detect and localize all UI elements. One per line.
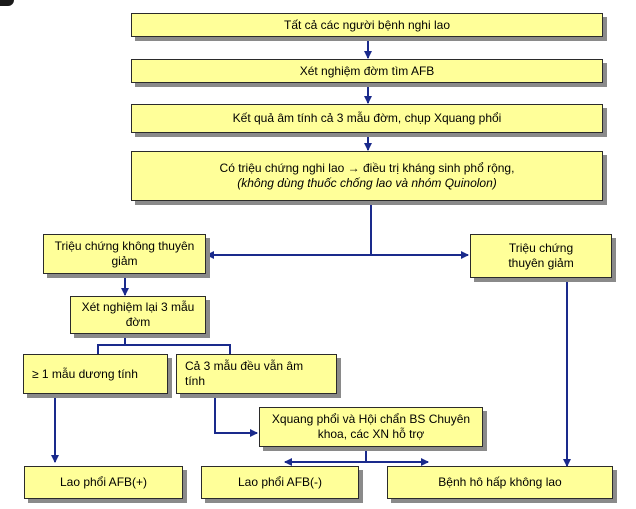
- node-tb-afb-positive: Lao phổi AFB(+): [24, 466, 183, 499]
- bracket-n4: [355, 201, 372, 255]
- node-no-improvement: Triệu chứng không thuyên giảm: [43, 234, 206, 274]
- node-improvement-text: Triệu chứng thuyên giảm: [508, 241, 573, 271]
- node-tb-afb-negative-text: Lao phổi AFB(-): [237, 475, 323, 489]
- node-negative-xray-text: Kết quả âm tính cả 3 mẫu đờm, chụp Xquan…: [232, 111, 502, 125]
- node-no-improvement-text: Triệu chứng không thuyên giảm: [55, 239, 195, 269]
- node-retest-sputum-line1: Xét nghiệm lại 3 mẫu: [81, 300, 195, 314]
- node-positive-sample: ≥ 1 mẫu dương tính: [23, 354, 168, 394]
- node-antibiotic-line2: (không dùng thuốc chống lao và nhóm Quin…: [237, 176, 497, 190]
- node-sputum-test-text: Xét nghiệm đờm tìm AFB: [299, 63, 435, 78]
- node-all-negative-text: Cả 3 mẫu đều vẫn âm tính: [185, 359, 303, 389]
- node-no-improvement-line2: giảm: [111, 254, 138, 268]
- node-antibiotic-line1: Có triệu chứng nghi lao → điều trị kháng…: [219, 161, 515, 175]
- node-positive-sample-text: ≥ 1 mẫu dương tính: [32, 366, 138, 381]
- node-all-suspects: Tất cả các người bệnh nghi lao: [131, 13, 603, 37]
- node-all-suspects-text: Tất cả các người bệnh nghi lao: [283, 17, 450, 32]
- corner-mark: [0, 0, 14, 6]
- node-retest-sputum-text: Xét nghiệm lại 3 mẫu đờm: [82, 300, 195, 330]
- node-antibiotic-text: Có triệu chứng nghi lao → điều trị kháng…: [220, 161, 515, 191]
- node-retest-sputum: Xét nghiệm lại 3 mẫu đờm: [70, 296, 206, 334]
- node-non-tb-respiratory: Bệnh hô hấp không lao: [387, 466, 613, 499]
- node-xray-consult: Xquang phổi và Hội chẩn BS Chuyên khoa, …: [259, 407, 483, 447]
- node-xray-consult-line1: Xquang phổi và Hội chẩn BS Chuyên: [271, 412, 471, 426]
- arrow-n9-n10: [214, 393, 258, 437]
- split-n7-right: [125, 344, 231, 354]
- node-improvement-line2: thuyên giảm: [508, 256, 574, 270]
- node-no-improvement-line1: Triệu chứng không thuyên: [54, 239, 195, 253]
- node-improvement: Triệu chứng thuyên giảm: [470, 234, 612, 278]
- node-negative-xray: Kết quả âm tính cả 3 mẫu đờm, chụp Xquan…: [131, 104, 603, 133]
- node-all-negative: Cả 3 mẫu đều vẫn âm tính: [176, 354, 337, 394]
- node-tb-afb-negative: Lao phổi AFB(-): [201, 466, 359, 499]
- node-non-tb-respiratory-text: Bệnh hô hấp không lao: [438, 475, 562, 489]
- node-sputum-test: Xét nghiệm đờm tìm AFB: [131, 59, 603, 83]
- node-xray-consult-line2: khoa, các XN hỗ trợ: [317, 427, 425, 441]
- split-n7: [97, 333, 126, 354]
- node-xray-consult-text: Xquang phổi và Hội chẩn BS Chuyên khoa, …: [272, 412, 470, 442]
- node-all-negative-line1: Cả 3 mẫu đều vẫn âm: [185, 359, 304, 373]
- node-improvement-line1: Triệu chứng: [508, 241, 574, 255]
- node-tb-afb-positive-text: Lao phổi AFB(+): [59, 475, 148, 489]
- node-all-negative-line2: tính: [185, 374, 206, 388]
- node-retest-sputum-line2: đờm: [125, 315, 151, 329]
- node-antibiotic: Có triệu chứng nghi lao → điều trị kháng…: [131, 151, 603, 201]
